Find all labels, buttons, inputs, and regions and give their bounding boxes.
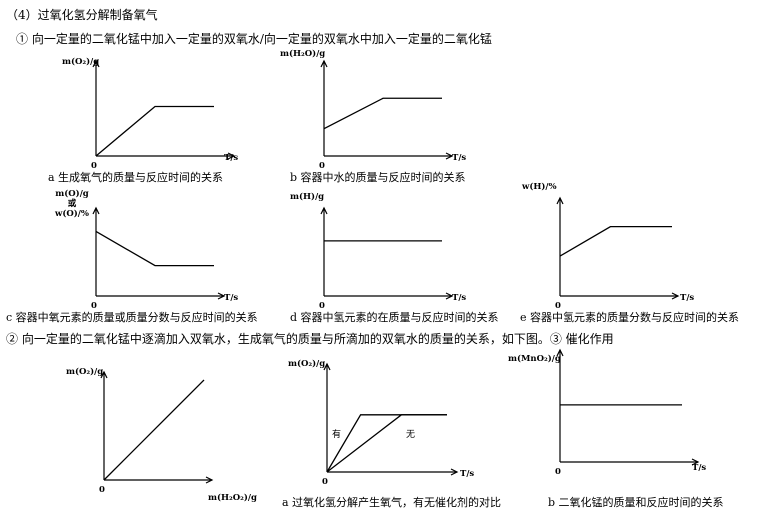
series-line <box>103 379 205 481</box>
chart-g: 0 m(O₂)/gT/s 有 无 a 过氧化氢分解产生氧气，有无催化剂的对比 <box>282 358 501 509</box>
x-axis-label: T/s <box>680 293 694 303</box>
y-axis-label: m(H₂O)/g <box>280 48 325 59</box>
origin-label: 0 <box>319 301 325 311</box>
x-axis-arrow <box>450 468 459 476</box>
y-axis-label: m(O₂)/g <box>66 366 103 377</box>
y-axis-arrow <box>92 59 100 68</box>
x-axis-arrow <box>217 292 226 300</box>
chart-caption: b 容器中水的质量与反应时间的关系 <box>290 170 466 184</box>
y-axis-label: m(O₂)/g <box>62 56 99 67</box>
x-axis-arrow <box>691 458 700 466</box>
y-axis-arrow <box>320 59 328 68</box>
chart-c: 0 m(O)/g或w(O)/% T/s c 容器中氧元素的质量或质量分数与反应时间的关… <box>6 188 258 324</box>
section-1-title: ① 向一定量的二氧化锰中加入一定量的双氧水/向一定量的双氧水中加入一定量的二氧化… <box>16 32 492 46</box>
chart-a: 0 m(O₂)/gT/sa 生成氧气的质量与反应时间的关系 <box>48 56 238 184</box>
x-axis-arrow <box>205 476 214 484</box>
chart-caption: a 过氧化氢分解产生氧气，有无催化剂的对比 <box>282 495 501 509</box>
x-axis-arrow <box>445 292 454 300</box>
x-axis-arrow <box>671 292 680 300</box>
origin-label: 0 <box>319 161 325 171</box>
x-axis-arrow <box>445 152 454 160</box>
origin-label: 0 <box>322 477 328 487</box>
origin-label: 0 <box>91 301 97 311</box>
y-axis-arrow <box>320 206 328 215</box>
chart-caption: e 容器中氢元素的质量分数与反应时间的关系 <box>520 310 739 324</box>
y-axis-label: m(H)/g <box>290 191 324 202</box>
y-axis-label: m(O)/g <box>55 188 89 199</box>
y-axis-label: 或 <box>68 198 77 209</box>
chart-d: 0 m(H)/gT/s d 容器中氢元素的在质量与反应时间的关系 <box>290 191 499 324</box>
chart-caption: b 二氧化锰的质量和反应时间的关系 <box>548 495 724 509</box>
y-axis-label: m(O₂)/g <box>288 358 325 369</box>
x-axis-arrow <box>227 152 236 160</box>
series-line <box>559 225 672 257</box>
x-axis-label: T/s <box>452 153 466 163</box>
series-label: 有 <box>332 428 341 440</box>
y-axis-arrow <box>323 362 331 371</box>
y-axis-arrow <box>92 206 100 215</box>
chart-b: 0 m(H₂O)/gT/s b 容器中水的质量与反应时间的关系 <box>280 48 466 184</box>
x-axis-label: T/s <box>224 153 238 163</box>
y-axis-arrow <box>556 348 564 357</box>
x-axis-label: T/s <box>452 293 466 303</box>
section-2-title: ② 向一定量的二氧化锰中逐滴加入双氧水，生成氧气的质量与所滴加的双氧水的质量的关… <box>6 332 614 346</box>
x-axis-label: m(H₂O₂)/g <box>208 492 257 503</box>
series-line <box>323 97 442 130</box>
page-heading: （4）过氧化氢分解制备氧气 <box>6 8 158 22</box>
y-axis-label: m(MnO₂)/g <box>508 353 561 364</box>
chart-caption: c 容器中氧元素的质量或质量分数与反应时间的关系 <box>6 310 258 324</box>
chart-h: 0 m(MnO₂)/gT/s b 二氧化锰的质量和反应时间的关系 <box>508 348 724 509</box>
chart-caption: a 生成氧气的质量与反应时间的关系 <box>48 170 223 184</box>
x-axis-label: T/s <box>224 293 238 303</box>
series-line <box>326 414 447 473</box>
y-axis-arrow <box>556 196 564 205</box>
x-axis-label: T/s <box>692 463 706 473</box>
series-line <box>95 230 214 267</box>
y-axis-label: w(O)/% <box>54 208 89 219</box>
chart-e: 0 w(H)/% T/s e 容器中氢元素的质量分数与反应时间的关系 <box>520 181 739 324</box>
series-line <box>95 105 214 157</box>
y-axis-label: w(H)/% <box>521 181 557 192</box>
origin-label: 0 <box>99 485 105 495</box>
origin-label: 0 <box>555 301 561 311</box>
origin-label: 0 <box>91 161 97 171</box>
x-axis-label: T/s <box>460 469 474 479</box>
series-line <box>326 414 447 473</box>
series-label: 无 <box>406 429 415 440</box>
chart-caption: d 容器中氢元素的在质量与反应时间的关系 <box>290 310 499 324</box>
y-axis-arrow <box>100 370 108 379</box>
chart-f: 0 m(O₂)/g m(H₂O₂)/g <box>66 366 257 503</box>
origin-label: 0 <box>555 467 561 477</box>
